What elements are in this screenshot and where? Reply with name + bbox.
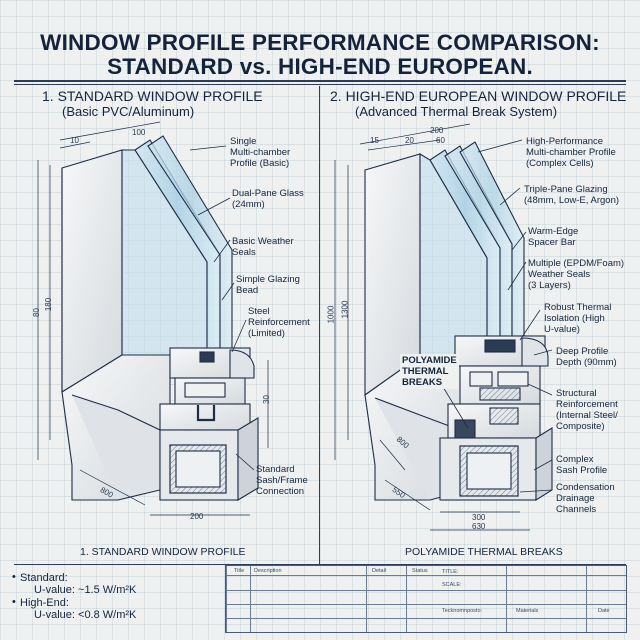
tb-row-4	[226, 618, 626, 619]
tb-r-scale: SCALE:	[442, 582, 462, 588]
tb-col-6	[586, 566, 587, 632]
uvalue-highend-label: High-End:	[20, 597, 69, 609]
high-end-profile-drawing	[334, 123, 553, 531]
right-dim-bottom1: 300	[472, 513, 486, 522]
tb-r-drawing: Tecknomnposto:	[442, 608, 483, 614]
left-dim-outer: 80	[31, 308, 41, 317]
right-heading: 2. HIGH-END EUROPEAN WINDOW PROFILE	[330, 88, 627, 104]
frame-top-rule	[14, 84, 626, 85]
right-dim-a: 15	[370, 136, 379, 145]
left-dim-bottom: 200	[190, 512, 204, 521]
page-title-line-1: WINDOW PROFILE PERFORMANCE COMPARISON:	[40, 30, 600, 55]
left-dim-right: 30	[261, 395, 271, 404]
drawing-title-block: Title Description Detail Status TITLE: S…	[225, 565, 627, 633]
right-dim-top: 200	[430, 126, 444, 135]
right-dim-outer: 1000	[326, 305, 336, 324]
tb-status: Status	[412, 568, 428, 574]
label-dual-pane: Dual-Pane Glass(24mm)	[232, 188, 304, 210]
left-dim-inner: 180	[44, 297, 54, 312]
tb-r-title: TITLE:	[442, 569, 459, 575]
standard-profile-drawing	[37, 121, 269, 516]
right-caption: POLYAMIDE THERMAL BREAKS	[405, 546, 563, 558]
title-underline	[14, 80, 626, 82]
tb-r-date: Date	[598, 608, 610, 614]
frame-bottom-rule	[14, 564, 626, 565]
tb-row-2	[226, 590, 626, 591]
center-divider	[319, 86, 320, 564]
tb-col-1	[226, 566, 227, 632]
left-dim-top-b: 100	[132, 128, 146, 137]
label-triple-pane: Triple-Pane Glazing(48mm, Low-E, Argon)	[524, 184, 620, 206]
uvalue-highend: U-value: <0.8 W/m²K	[34, 609, 137, 621]
bullet-highend: •	[12, 596, 16, 608]
right-subheading: (Advanced Thermal Break System)	[355, 104, 558, 119]
left-dim-top-a: 10	[70, 136, 79, 145]
tb-row-3	[226, 604, 626, 605]
left-subheading: (Basic PVC/Aluminum)	[62, 104, 195, 119]
left-heading: 1. STANDARD WINDOW PROFILE	[42, 88, 263, 104]
tb-col-2	[250, 566, 251, 632]
tb-col-5	[506, 566, 507, 632]
right-dim-c: 60	[436, 136, 445, 145]
label-multi-seals: Multiple (EPDM/Foam)Weather Seals(3 Laye…	[528, 258, 625, 291]
tb-col-3	[366, 566, 367, 632]
tb-col-4	[406, 566, 407, 632]
tb-r-materials: Materials	[516, 608, 539, 614]
left-caption: 1. STANDARD WINDOW PROFILE	[80, 546, 246, 558]
uvalue-standard: U-value: ~1.5 W/m²K	[34, 584, 137, 596]
tb-title: Title	[234, 568, 245, 574]
page-title-line-2: STANDARD vs. HIGH-END EUROPEAN.	[107, 54, 533, 79]
bullet-standard: •	[12, 571, 16, 583]
tb-description: Description	[254, 568, 282, 574]
right-dim-bottom2: 630	[472, 522, 486, 531]
right-dim-b: 20	[405, 136, 414, 145]
right-dim-inner: 1300	[340, 300, 350, 319]
tb-detail: Detail	[372, 568, 387, 574]
uvalue-standard-label: Standard:	[20, 572, 68, 584]
tb-row-1	[226, 575, 626, 576]
